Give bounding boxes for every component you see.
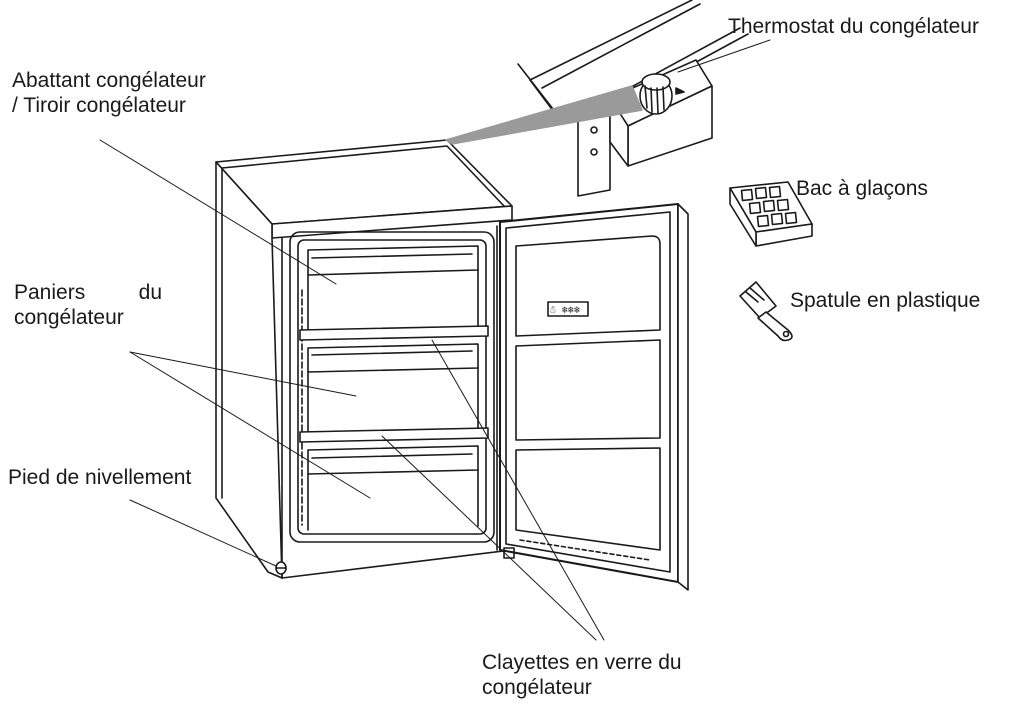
label-leveling-foot: Pied de nivellement [8,465,191,490]
label-freezer-baskets-word1: Paniers [14,281,86,304]
label-freezer-flap: Abattant congélateur / Tiroir congélateu… [12,68,206,118]
label-freezer-flap-line2: / Tiroir congélateur [12,94,186,117]
label-spatula-text: Spatule en plastique [790,289,981,312]
label-glass-shelves-line2: congélateur [482,676,592,699]
freezer-baskets [299,245,489,531]
leveling-foot [275,561,287,575]
freezer-door [499,203,689,591]
label-freezer-baskets-word2: du [138,281,162,304]
leader-lines [99,39,771,641]
label-glass-shelves-line1: Clayettes en verre du [482,651,682,674]
thermostat-callout-wedge [445,85,643,145]
spatula-icon [739,281,793,342]
ice-tray-icon [729,181,813,247]
label-freezer-baskets-line1: Paniers du [14,280,162,305]
label-ice-tray: Bac à glaçons [796,176,928,201]
label-thermostat-text: Thermostat du congélateur [728,15,979,38]
label-glass-shelves: Clayettes en verre du congélateur [482,650,682,700]
label-leveling-foot-text: Pied de nivellement [8,466,192,489]
door-badge: ☃ ❄❄❄ [550,305,581,316]
label-freezer-baskets-line2: congélateur [14,306,124,329]
label-freezer-flap-line1: Abattant congélateur [12,69,206,92]
label-spatula: Spatule en plastique [790,288,980,313]
label-thermostat: Thermostat du congélateur [728,14,979,39]
label-ice-tray-text: Bac à glaçons [796,177,928,200]
label-freezer-baskets: Paniers du congélateur [14,280,162,330]
